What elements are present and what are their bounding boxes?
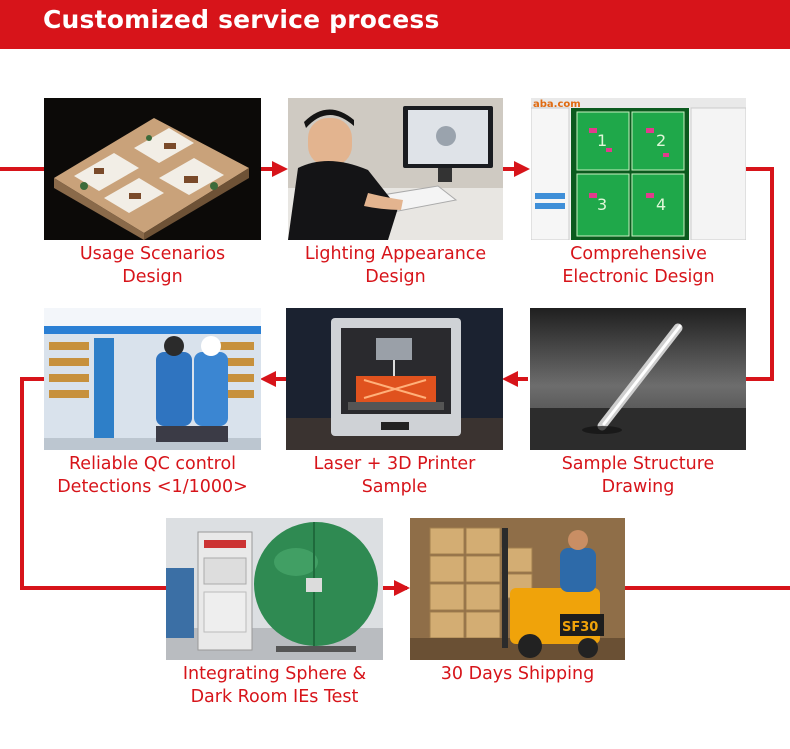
caption-line: Sample Structure xyxy=(561,454,715,474)
arrow-right-icon xyxy=(514,161,530,177)
led-tube-render-image xyxy=(530,308,746,450)
pcb-board-label: 4 xyxy=(656,195,666,214)
step-caption: Sample Structure Drawing xyxy=(530,453,746,499)
connector-right-bottom xyxy=(746,377,774,381)
designer-illustration xyxy=(288,98,503,240)
forklift-warehouse-image: SF30 xyxy=(410,518,625,660)
step-caption: 30 Days Shipping xyxy=(410,663,625,686)
aging-test-rack-image xyxy=(44,308,261,450)
caption-line: 30 Days Shipping xyxy=(440,664,595,684)
connector-left-bottom xyxy=(20,586,166,590)
designer-at-computer-image xyxy=(288,98,503,240)
caption-line: Drawing xyxy=(601,477,675,497)
pcb-board-label: 1 xyxy=(597,131,607,150)
caption-line: Sample xyxy=(361,477,428,497)
step-caption: Comprehensive Electronic Design xyxy=(531,243,746,289)
caption-line: Laser + 3D Printer xyxy=(313,454,476,474)
caption-line: Design xyxy=(122,267,183,287)
3d-printer-illustration xyxy=(286,308,503,450)
arrow-left-icon xyxy=(260,371,276,387)
led-tube-illustration xyxy=(530,323,746,450)
arrow-left-icon xyxy=(502,371,518,387)
header-banner: Customized service process xyxy=(0,0,790,50)
step-caption: Reliable QC control Detections <1/1000> xyxy=(44,453,261,499)
step-caption: Laser + 3D Printer Sample xyxy=(286,453,503,499)
page-title: Customized service process xyxy=(43,5,440,34)
integrating-sphere-image xyxy=(166,518,383,660)
forklift-illustration: SF30 xyxy=(410,518,625,660)
arrow-right-icon xyxy=(394,580,410,596)
pcb-board-label: 3 xyxy=(597,195,607,214)
caption-line: Comprehensive xyxy=(570,244,707,264)
architectural-model-illustration xyxy=(54,118,249,240)
pcb-window-title: aba.com xyxy=(533,99,581,110)
qc-rack-illustration xyxy=(44,308,261,450)
pcb-board-label: 2 xyxy=(656,131,666,150)
caption-line: Detections <1/1000> xyxy=(57,477,248,497)
connector-row3-right xyxy=(625,586,790,590)
connector-row1-left xyxy=(0,167,45,171)
arrow-right-icon xyxy=(272,161,288,177)
pcb-layout-illustration: aba.com 1 2 3 4 xyxy=(531,98,746,240)
step-caption: Lighting Appearance Design xyxy=(288,243,503,289)
caption-line: Design xyxy=(365,267,426,287)
caption-line: Usage Scenarios xyxy=(79,244,226,264)
connector-left-vertical xyxy=(20,377,24,590)
caption-line: Lighting Appearance xyxy=(304,244,487,264)
3d-printer-image xyxy=(286,308,503,450)
forklift-model-label: SF30 xyxy=(562,620,598,635)
step-caption: Integrating Sphere & Dark Room IEs Test xyxy=(166,663,383,709)
connector-right-vertical xyxy=(770,167,774,381)
caption-line: Dark Room IEs Test xyxy=(190,687,359,707)
connector-right-top xyxy=(746,167,774,171)
integrating-sphere-illustration xyxy=(166,522,383,660)
header-bar xyxy=(0,0,790,46)
step-caption: Usage Scenarios Design xyxy=(44,243,261,289)
architectural-model-image xyxy=(44,98,261,240)
pcb-layout-image: aba.com 1 2 3 4 xyxy=(531,98,746,240)
caption-line: Reliable QC control xyxy=(68,454,237,474)
caption-line: Integrating Sphere & xyxy=(182,664,367,684)
caption-line: Electronic Design xyxy=(562,267,715,287)
connector-left-top xyxy=(20,377,45,381)
header-underline xyxy=(0,46,790,49)
